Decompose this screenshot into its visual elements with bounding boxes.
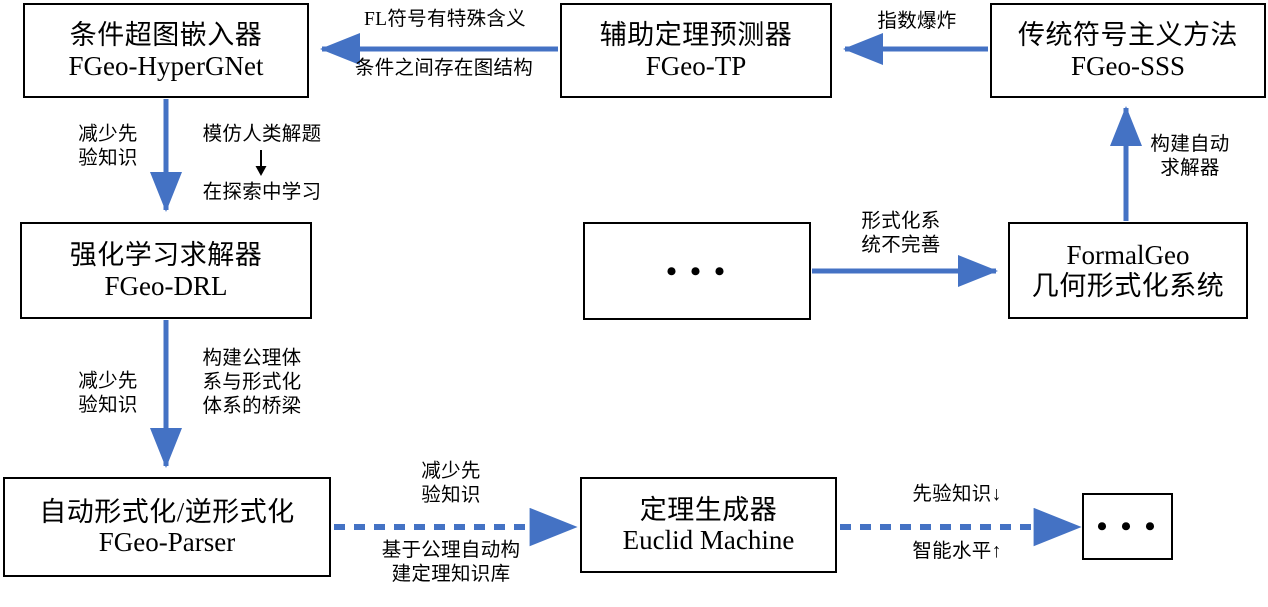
edge-label-parser-to-euclid-below: 基于公理自动构 建定理知识库 bbox=[381, 540, 521, 585]
sublabel-down-arrow-icon bbox=[255, 150, 267, 176]
ellipsis-glyph: • • • bbox=[1096, 510, 1159, 543]
node-title-cn: 几何形式化系统 bbox=[1031, 270, 1225, 301]
edge-label-hypergnet-to-drl-left: 减少先 验知识 bbox=[78, 124, 138, 169]
node-fgeo-parser[interactable]: 自动形式化/逆形式化 FGeo-Parser bbox=[3, 477, 331, 577]
node-fgeo-hypergnet[interactable]: 条件超图嵌入器 FGeo-HyperGNet bbox=[23, 3, 309, 98]
node-title-en: FGeo-Parser bbox=[98, 527, 236, 557]
node-fgeo-drl[interactable]: 强化学习求解器 FGeo-DRL bbox=[20, 222, 312, 319]
node-more-middle[interactable]: • • • bbox=[583, 222, 811, 320]
node-title-cn: 自动形式化/逆形式化 bbox=[39, 496, 295, 527]
node-more-bottom[interactable]: • • • bbox=[1082, 493, 1173, 560]
node-title-cn: 定理生成器 bbox=[639, 494, 778, 525]
node-fgeo-sss[interactable]: 传统符号主义方法 FGeo-SSS bbox=[990, 3, 1266, 98]
node-title-en: FGeo-DRL bbox=[104, 270, 228, 301]
node-title-cn: 条件超图嵌入器 bbox=[69, 20, 263, 51]
edge-label-drl-to-parser-left: 减少先 验知识 bbox=[78, 371, 138, 416]
node-title-en: FGeo-SSS bbox=[1070, 50, 1186, 81]
edge-label-hypergnet-to-drl-right-bottom: 在探索中学习 bbox=[202, 182, 322, 203]
edge-label-hypergnet-to-drl-right-top: 模仿人类解题 bbox=[202, 124, 322, 145]
edge-label-sss-to-tp: 指数爆炸 bbox=[877, 11, 957, 32]
node-title-en: Euclid Machine bbox=[622, 525, 795, 555]
edge-label-euclid-to-more-above: 先验知识↓ bbox=[912, 484, 1002, 505]
node-formalgeo[interactable]: FormalGeo 几何形式化系统 bbox=[1008, 222, 1248, 319]
edge-label-tp-to-hypergnet-below: 条件之间存在图结构 bbox=[354, 58, 534, 79]
edge-label-euclid-to-more-below: 智能水平↑ bbox=[912, 541, 1002, 562]
node-title-en: FGeo-TP bbox=[645, 50, 747, 81]
edge-label-more-to-formalgeo: 形式化系 统不完善 bbox=[861, 211, 941, 256]
node-fgeo-tp[interactable]: 辅助定理预测器 FGeo-TP bbox=[560, 3, 832, 98]
edge-label-tp-to-hypergnet-above: FL符号有特殊含义 bbox=[364, 9, 526, 30]
node-title-en: FormalGeo bbox=[1066, 240, 1190, 271]
edge-label-drl-to-parser-right: 构建公理体 系与形式化 体系的桥梁 bbox=[202, 348, 302, 417]
node-title-cn: 强化学习求解器 bbox=[69, 240, 263, 271]
node-title-cn: 传统符号主义方法 bbox=[1018, 20, 1238, 51]
edge-label-formalgeo-to-sss: 构建自动 求解器 bbox=[1150, 134, 1230, 179]
node-title-en: FGeo-HyperGNet bbox=[68, 50, 264, 81]
node-euclid-machine[interactable]: 定理生成器 Euclid Machine bbox=[580, 477, 837, 573]
node-title-cn: 辅助定理预测器 bbox=[599, 20, 793, 51]
edge-label-parser-to-euclid-above: 减少先 验知识 bbox=[421, 461, 481, 506]
ellipsis-glyph: • • • bbox=[666, 254, 728, 288]
